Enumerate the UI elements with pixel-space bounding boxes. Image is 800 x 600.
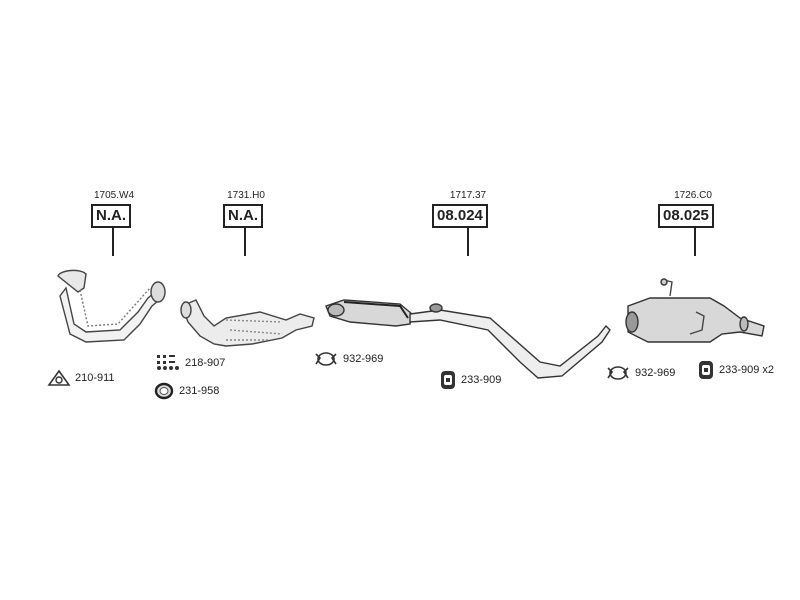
gasket-icon	[47, 369, 71, 386]
accessory-number: 233-909	[461, 374, 502, 386]
accessory-number: 231-958	[179, 385, 220, 397]
part-number-box[interactable]: 08.025	[658, 204, 714, 228]
accessory-rubber-mount[interactable]: 233-909	[440, 370, 501, 390]
accessory-rubber-mount[interactable]: 233-909 x2	[698, 360, 774, 380]
part-number-box[interactable]: 08.024	[432, 204, 488, 228]
accessory-number: 932-969	[343, 353, 384, 365]
accessory-gasket[interactable]: 210-911	[47, 369, 115, 386]
clamp-icon	[607, 366, 629, 380]
part-oe-number: 1705.W4	[93, 190, 135, 201]
rubber-mount-icon	[441, 371, 455, 389]
accessory-number: 210-911	[75, 372, 115, 384]
middle-silencer-drawing	[325, 299, 611, 379]
leader-line	[112, 228, 114, 256]
accessory-number: 233-909 x2	[719, 364, 775, 376]
accessory-ring[interactable]: 231-958	[154, 382, 219, 400]
accessory-number: 932-969	[635, 367, 676, 379]
leader-line	[694, 228, 696, 256]
clamp-icon	[315, 352, 337, 366]
part-oe-number: 1717.37	[449, 190, 487, 201]
part-oe-number: 1726.C0	[674, 190, 712, 201]
leader-line	[244, 228, 246, 256]
sealing-ring-icon	[154, 382, 174, 400]
part-oe-number: 1731.H0	[227, 190, 265, 201]
accessory-number: 218-907	[185, 357, 226, 369]
leader-line	[467, 228, 469, 256]
bolt-set-icon	[157, 355, 179, 370]
front-pipe-drawing	[57, 269, 166, 343]
rear-silencer-drawing	[625, 278, 765, 343]
catalytic-converter-drawing	[180, 299, 315, 347]
accessory-clamp[interactable]: 932-969	[606, 364, 675, 382]
part-number-box[interactable]: N.A.	[91, 204, 131, 228]
accessory-bolts[interactable]: 218-907	[156, 354, 225, 372]
part-number-box[interactable]: N.A.	[223, 204, 263, 228]
rubber-mount-icon	[699, 361, 713, 379]
accessory-clamp[interactable]: 932-969	[314, 350, 383, 368]
